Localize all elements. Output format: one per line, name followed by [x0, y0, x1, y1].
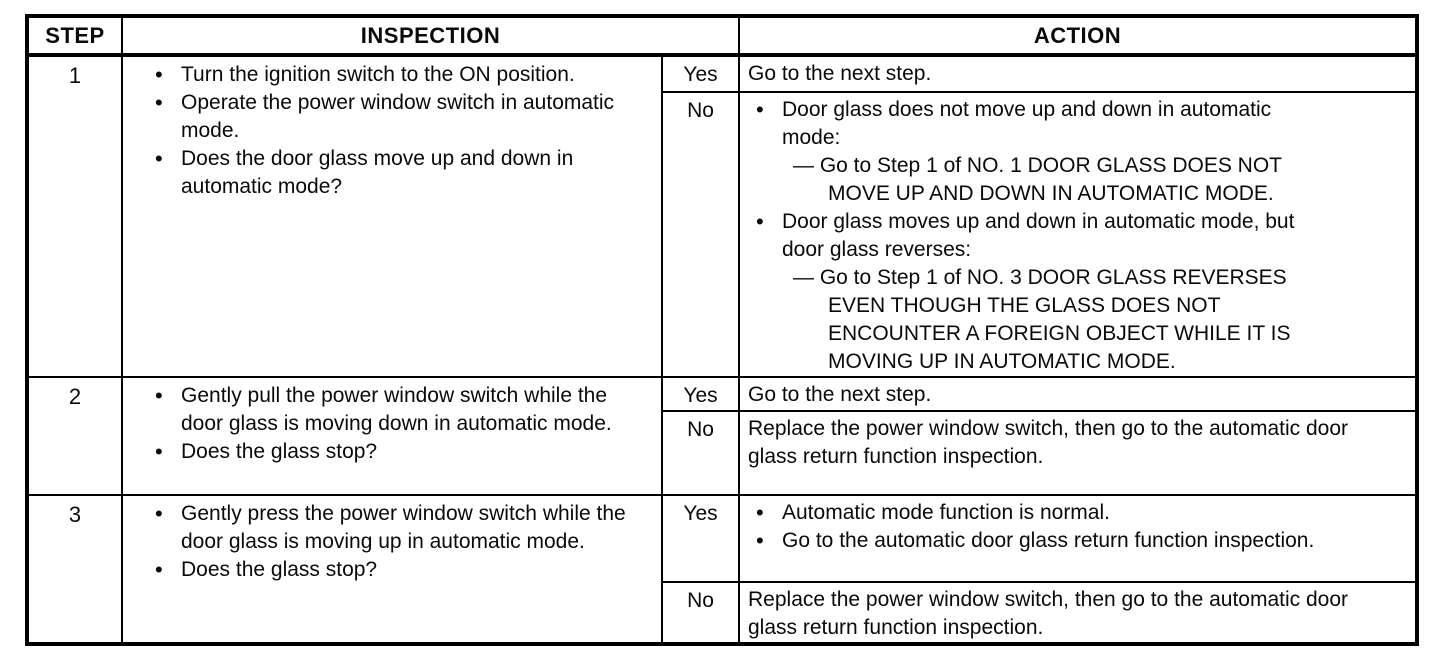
step3-no-action-cell: Replace the power window switch, then go… — [738, 581, 1418, 645]
step2-number: 2 — [26, 376, 123, 496]
list-item: Go to the automatic door glass return fu… — [756, 527, 1327, 555]
step2-no-row: No Replace the power window switch, then… — [27, 410, 1418, 496]
step2-no-action-cell: Replace the power window switch, then go… — [738, 410, 1418, 496]
step3-no-row: No Replace the power window switch, then… — [27, 581, 1418, 645]
action-text: Go to the next step. — [748, 62, 932, 85]
step1-inspection-list: Turn the ignition switch to the ON posit… — [153, 61, 655, 201]
list-item: Does the door glass move up and down in … — [153, 145, 636, 201]
list-item: Gently press the power window switch whi… — [153, 500, 636, 556]
step3-yes-action-cell: Automatic mode function is normal. Go to… — [738, 494, 1418, 583]
action-text: Go to the next step. — [748, 383, 932, 406]
step1-no-label: No — [661, 91, 740, 378]
step3-no-label: No — [661, 581, 740, 645]
header-step: STEP — [26, 15, 123, 57]
step1-no-row: No Door glass does not move up and down … — [27, 91, 1418, 378]
list-item: Operate the power window switch in autom… — [153, 89, 636, 145]
header-row: STEP INSPECTION ACTION — [26, 15, 1418, 57]
step3-yes-row: 3 Gently press the power window switch w… — [26, 494, 1418, 645]
list-item: Door glass does not move up and down in … — [756, 96, 1327, 208]
step1-yes-label: Yes — [661, 54, 740, 93]
step1-no-action-cell: Door glass does not move up and down in … — [738, 91, 1418, 378]
list-item: Turn the ignition switch to the ON posit… — [153, 61, 636, 89]
step1-yes-action-cell: Go to the next step. — [738, 54, 1418, 93]
list-item: Does the glass stop? — [153, 438, 636, 466]
list-item: Door glass moves up and down in automati… — [756, 208, 1327, 376]
header-action: ACTION — [738, 15, 1418, 57]
troubleshooting-table: STEP INSPECTION ACTION 1 Turn the igniti… — [25, 14, 1419, 646]
step2-inspection-cell: Gently pull the power window switch whil… — [121, 376, 663, 496]
step1-number: 1 — [26, 54, 123, 378]
step1-inspection-cell: Turn the ignition switch to the ON posit… — [121, 54, 663, 378]
action-reference: — Go to Step 1 of NO. 3 DOOR GLASS REVER… — [793, 266, 1291, 373]
step2-no-label: No — [661, 410, 740, 496]
action-reference: — Go to Step 1 of NO. 1 DOOR GLASS DOES … — [793, 154, 1282, 205]
action-text: Door glass moves up and down in automati… — [782, 210, 1295, 261]
header-inspection: INSPECTION — [121, 15, 740, 57]
step3-yes-label: Yes — [661, 494, 740, 583]
step3-inspection-list: Gently press the power window switch whi… — [153, 500, 655, 584]
step3-number: 3 — [26, 494, 123, 645]
list-item: Automatic mode function is normal. — [756, 499, 1327, 527]
step1-yes-row: 1 Turn the ignition switch to the ON pos… — [26, 54, 1418, 378]
action-text: Door glass does not move up and down in … — [782, 98, 1272, 149]
step3-inspection-cell: Gently press the power window switch whi… — [121, 494, 663, 645]
list-item: Gently pull the power window switch whil… — [153, 382, 636, 438]
step2-inspection-list: Gently pull the power window switch whil… — [153, 382, 655, 466]
step3-yes-action-list: Automatic mode function is normal. Go to… — [756, 499, 1401, 555]
step2-yes-label: Yes — [661, 376, 740, 412]
action-text: Replace the power window switch, then go… — [748, 588, 1349, 639]
step1-no-action-list: Door glass does not move up and down in … — [756, 96, 1401, 376]
step2-yes-row: 2 Gently pull the power window switch wh… — [26, 376, 1418, 496]
list-item: Does the glass stop? — [153, 556, 636, 584]
action-text: Replace the power window switch, then go… — [748, 417, 1349, 468]
step2-yes-action-cell: Go to the next step. — [738, 376, 1418, 412]
